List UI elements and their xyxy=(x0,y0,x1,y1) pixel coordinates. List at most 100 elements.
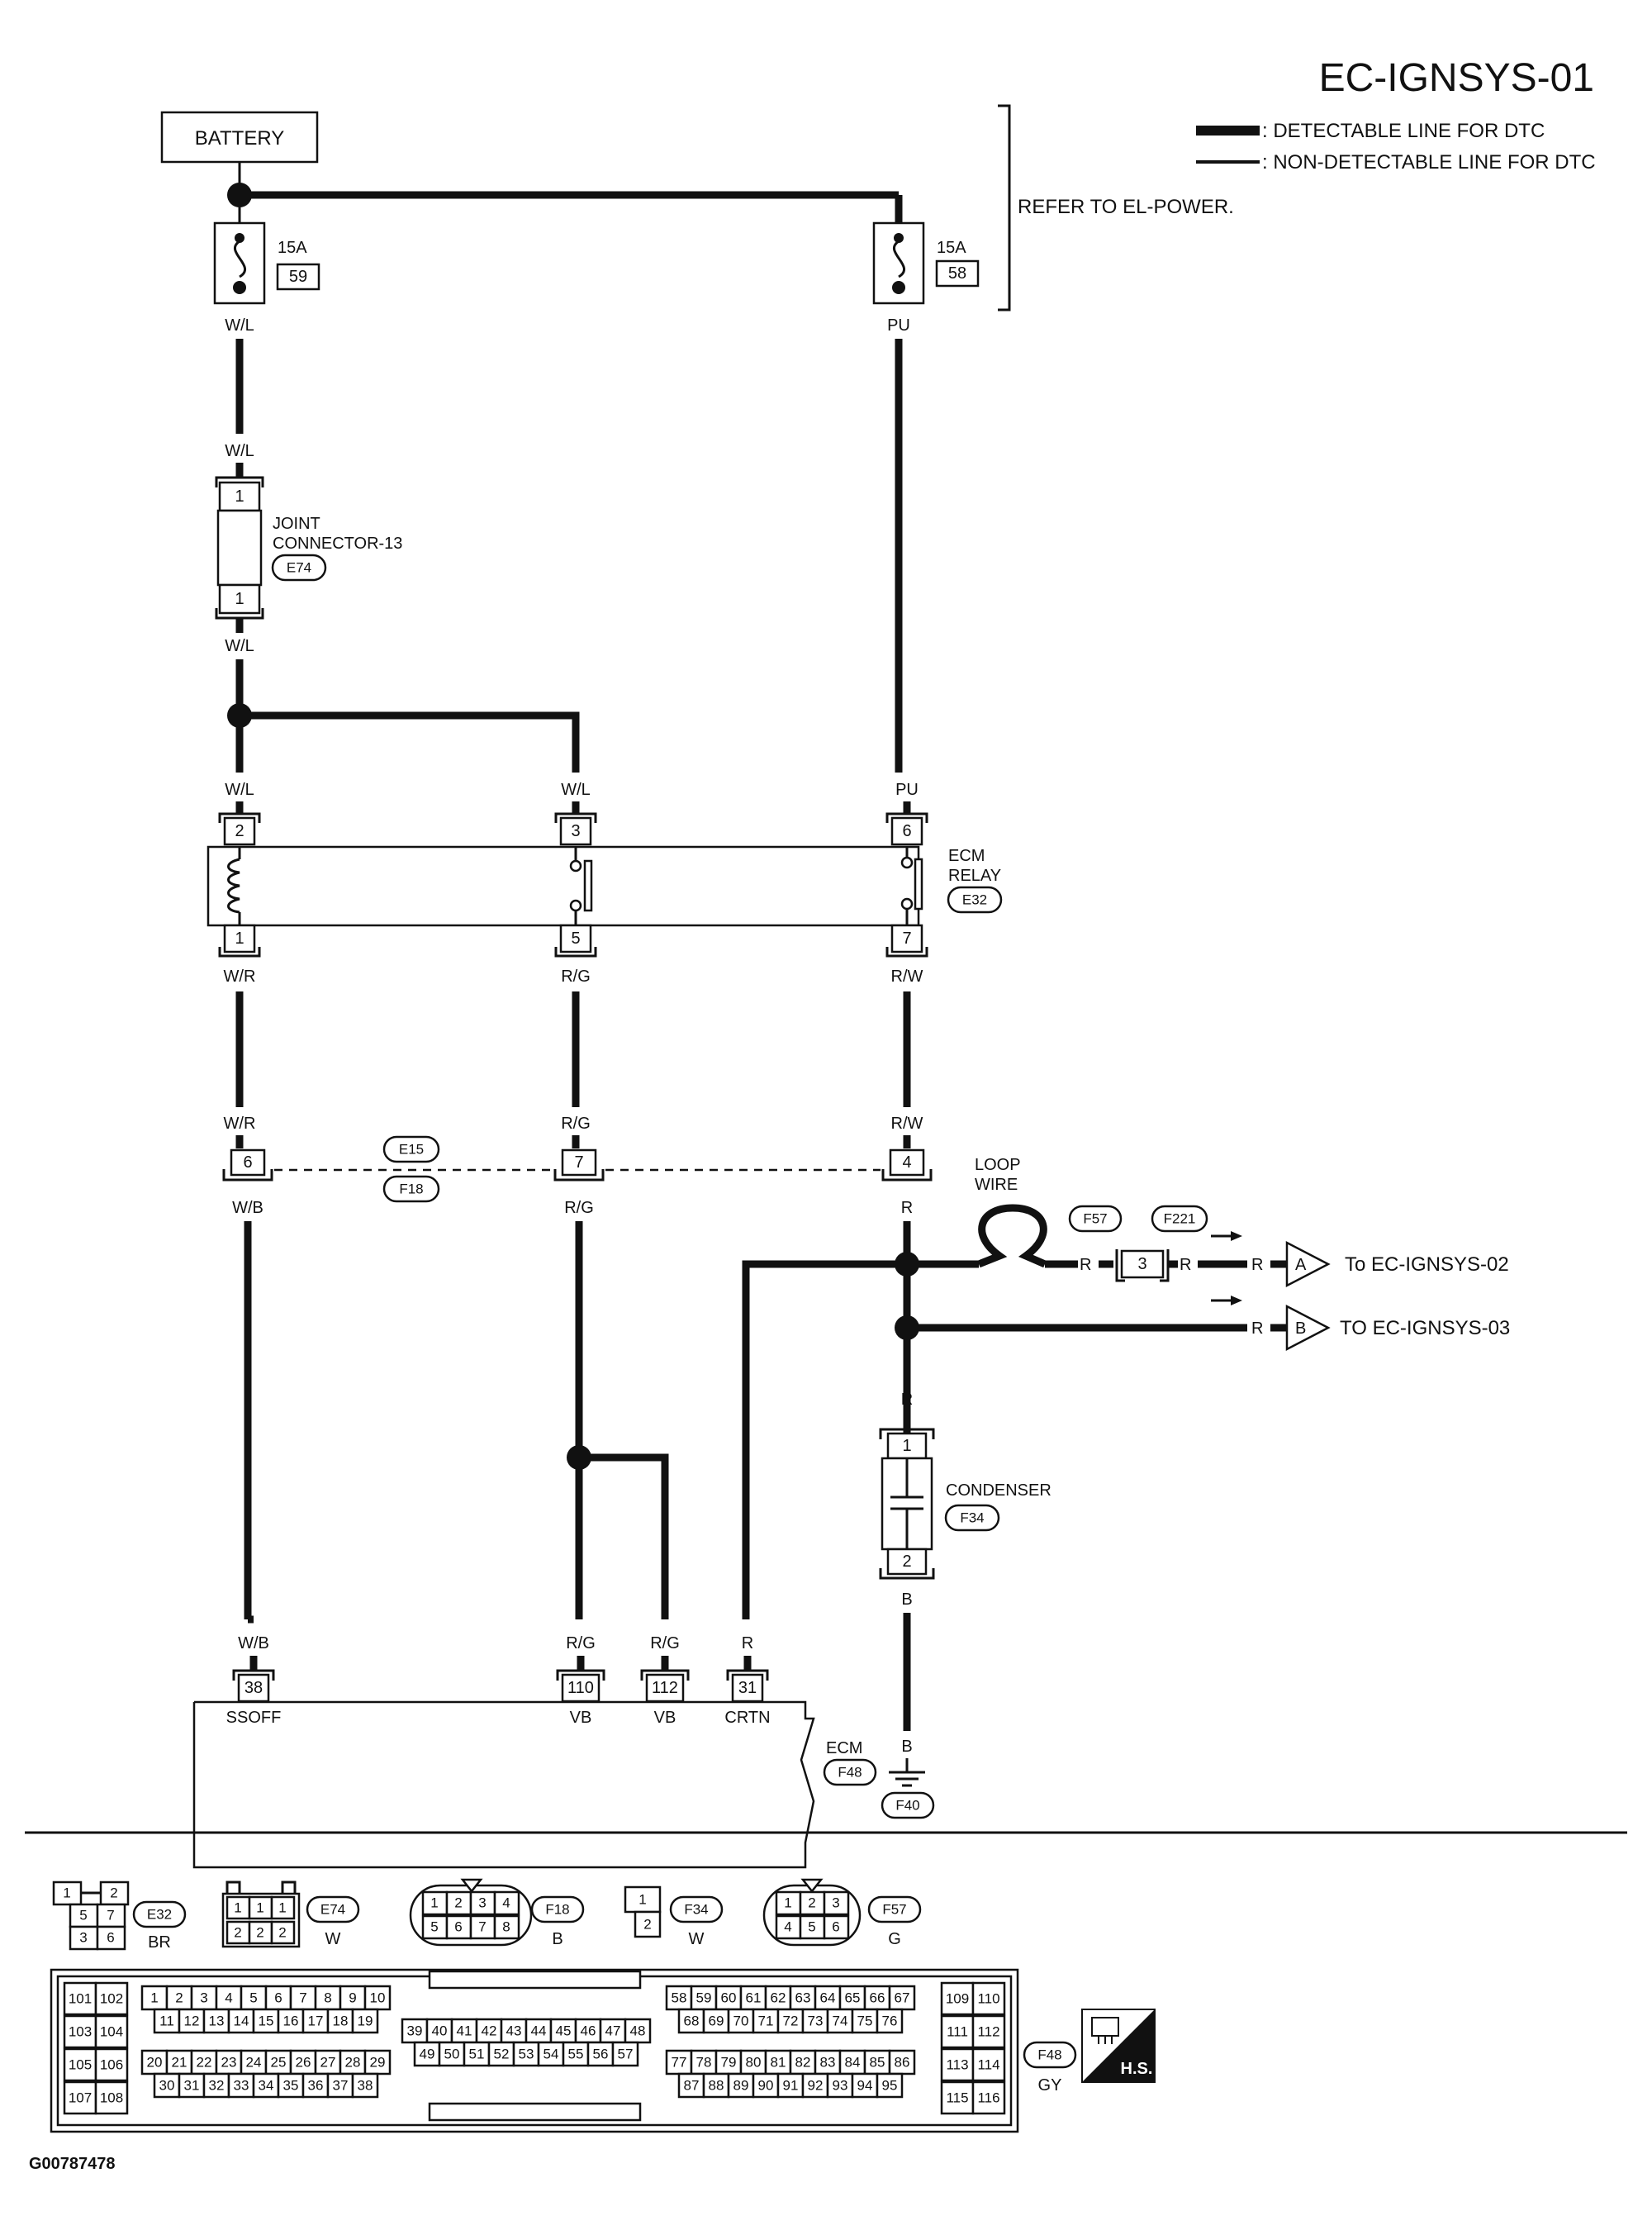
e74-pin-3: 1 xyxy=(278,1900,286,1916)
ecm-body xyxy=(192,1700,815,1869)
relay-connector-id: E32 xyxy=(962,892,987,908)
loop-wire-shape xyxy=(977,1204,1047,1268)
relay-label-1: ECM xyxy=(948,847,985,865)
f48-pin-42-cell xyxy=(475,2018,503,2044)
inline-left-oval xyxy=(1068,1205,1123,1233)
f48-pin-68: 68 xyxy=(684,2014,700,2029)
harness-connector: 6 7 4 E15 F18 xyxy=(222,1135,933,1203)
f57-cell-5 xyxy=(799,1914,826,1940)
f48-pin-19-cell xyxy=(351,2008,379,2034)
f48-pin-14: 14 xyxy=(234,2014,249,2029)
f48-pin-17-cell xyxy=(301,2008,330,2034)
condenser-bottom-bracket xyxy=(879,1568,935,1580)
f57-key xyxy=(800,1878,824,1894)
relay-label-2: RELAY xyxy=(948,867,1001,885)
f48-pin-22-cell xyxy=(190,2049,218,2075)
f48-pin-38-cell xyxy=(351,2072,379,2099)
e74-cell-6 xyxy=(270,1920,296,1945)
relay-sw2-contact-b xyxy=(900,897,914,911)
e32-pin-3: 3 xyxy=(79,1930,87,1946)
f48-pin-116: 116 xyxy=(977,2090,999,2106)
relay-pin3-bracket xyxy=(554,812,597,823)
f48-pin-68-cell xyxy=(677,2008,705,2034)
wire-label-r-1: R xyxy=(901,1199,913,1217)
f48-pin-93-cell xyxy=(826,2072,854,2099)
harness-bottom-id: F18 xyxy=(399,1182,423,1197)
f18-cell-7 xyxy=(469,1914,496,1940)
condenser-connector-id: F34 xyxy=(960,1510,984,1526)
f48-pin-102-cell xyxy=(94,1981,129,2016)
f34-pin-2: 2 xyxy=(643,1917,651,1933)
f48-pin-77-cell xyxy=(665,2049,693,2075)
inline-right-bracket xyxy=(1160,1249,1170,1282)
wire-label-rg-2: R/G xyxy=(561,1115,591,1133)
f48-pin-51: 51 xyxy=(469,2047,485,2062)
f48-pin-31: 31 xyxy=(184,2078,200,2094)
f48-id: F48 xyxy=(1037,2047,1061,2063)
wire-label-rg-4: R/G xyxy=(566,1634,596,1652)
f48-pin-9: 9 xyxy=(349,1990,356,2006)
wire-label-wl-5: W/L xyxy=(561,781,591,799)
f48-pin-102: 102 xyxy=(100,1991,123,2007)
f48-pin-21-cell xyxy=(165,2049,193,2075)
f48-pin-2-cell xyxy=(165,1985,193,2011)
loop-wire-label-2: WIRE xyxy=(975,1176,1018,1194)
f48-pin-91: 91 xyxy=(783,2078,799,2094)
wire-label-pu-1: PU xyxy=(887,316,910,335)
e32-pin-1: 1 xyxy=(63,1885,70,1901)
f48-pin-85: 85 xyxy=(870,2055,885,2071)
wire-label-b-1: B xyxy=(901,1590,912,1609)
legend-non-detectable: : NON-DETECTABLE LINE FOR DTC xyxy=(1262,151,1596,174)
f48-pin-42: 42 xyxy=(482,2023,497,2039)
f48-pin-8: 8 xyxy=(324,1990,331,2006)
harness-pin-6: 6 xyxy=(243,1153,252,1172)
f48-pin-61: 61 xyxy=(746,1990,762,2006)
f48-pin-94-cell xyxy=(851,2072,879,2099)
e74-pin-2: 1 xyxy=(256,1900,263,1916)
f48-pin-19: 19 xyxy=(358,2014,373,2029)
f48-pin-48: 48 xyxy=(630,2023,646,2039)
f48-pin-53: 53 xyxy=(519,2047,534,2062)
f48-pin-49-cell xyxy=(413,2041,441,2067)
f48-pin-44-cell xyxy=(525,2018,553,2044)
f18-pin-2: 2 xyxy=(454,1895,462,1911)
wire-label-r-5: R xyxy=(1251,1319,1263,1338)
condenser-top-pin: 1 xyxy=(902,1437,911,1455)
f48-pin-75: 75 xyxy=(857,2014,873,2029)
f48-pin-63: 63 xyxy=(795,1990,811,2006)
f48-pin-56: 56 xyxy=(593,2047,609,2062)
f48-pin-116-cell xyxy=(971,2080,1006,2115)
wire-label-rw-1: R/W xyxy=(891,968,923,986)
loop-wire-label-1: LOOP xyxy=(975,1156,1021,1174)
ecm-terminal-vb-2: VB xyxy=(654,1709,676,1727)
f48-pin-76-cell xyxy=(876,2008,904,2034)
f48-pin-7: 7 xyxy=(299,1990,306,2006)
connector-view-f57: 1 2 3 4 5 6 F57 G xyxy=(762,1878,922,1948)
f48-pin-45: 45 xyxy=(556,2023,572,2039)
f48-pin-32: 32 xyxy=(209,2078,225,2094)
f18-cell-2 xyxy=(445,1890,472,1916)
f48-pin-114-cell xyxy=(971,2047,1006,2082)
wire-label-wb-1: W/B xyxy=(232,1199,263,1217)
f48-pin-105: 105 xyxy=(69,2057,92,2073)
f48-pin-16: 16 xyxy=(283,2014,299,2029)
joint-top-bracket xyxy=(215,476,264,487)
f48-pin-11: 11 xyxy=(159,2014,174,2029)
e74-cell-1 xyxy=(225,1895,251,1920)
f48-pin-43: 43 xyxy=(506,2023,522,2039)
f57-oval xyxy=(867,1895,922,1923)
fuse-right-element xyxy=(892,240,906,278)
f48-pin-30: 30 xyxy=(159,2078,175,2094)
f48-pin-41: 41 xyxy=(457,2023,472,2039)
inline-pin: 3 xyxy=(1137,1255,1146,1273)
f48-pin-106-cell xyxy=(94,2047,129,2082)
f48-pin-35-cell xyxy=(277,2072,305,2099)
relay-pin-7: 7 xyxy=(902,930,911,948)
inline-left-bracket xyxy=(1115,1249,1125,1282)
relay-connector-oval xyxy=(947,886,1003,914)
f48-pin-89-cell xyxy=(727,2072,755,2099)
f34-pin-1: 1 xyxy=(638,1892,646,1908)
relay-pin6-box xyxy=(890,816,923,846)
f48-pin-56-cell xyxy=(586,2041,615,2067)
wire-wl-branch-to-relay-3 xyxy=(240,711,580,773)
